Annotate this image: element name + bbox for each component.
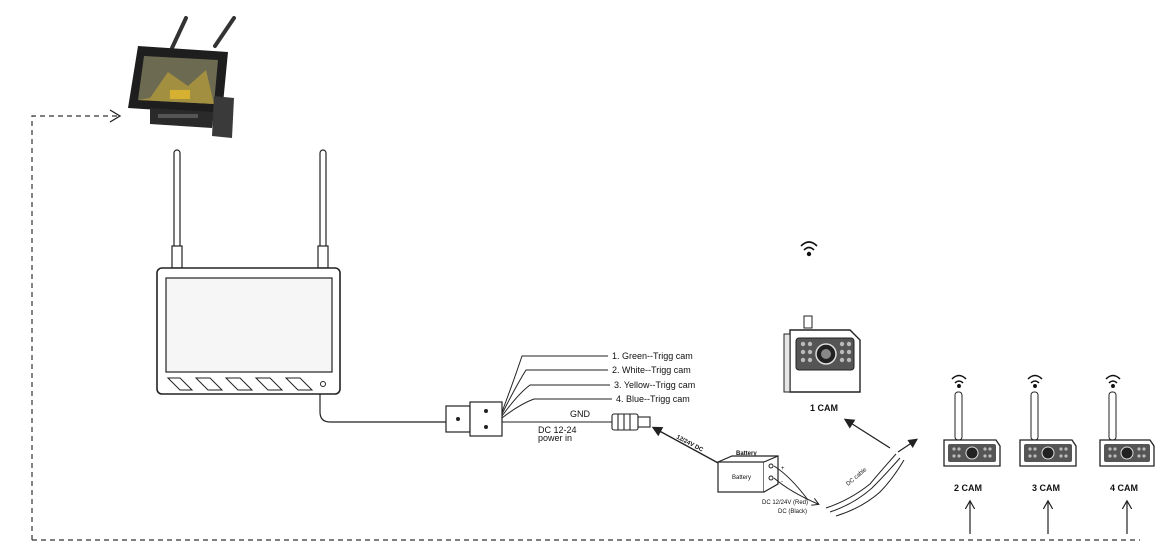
wire-number-3: 3. bbox=[614, 380, 622, 390]
svg-text:2. White--Trigg cam: 2. White--Trigg cam bbox=[612, 365, 691, 375]
wire-label-3: 3. Yellow--Trigg cam bbox=[614, 380, 695, 390]
camera-3: 3 CAM bbox=[1019, 374, 1077, 534]
minus-terminal: - bbox=[781, 479, 783, 485]
camera-4: 4 CAM bbox=[1099, 374, 1155, 534]
dc-cable bbox=[825, 453, 905, 517]
wifi-signal-icon bbox=[1027, 374, 1043, 388]
wire-number-2: 2. bbox=[612, 365, 620, 375]
svg-text:1. Green--Trigg cam: 1. Green--Trigg cam bbox=[612, 351, 693, 361]
camera-1-label: 1 CAM bbox=[810, 403, 838, 413]
dc-cable-arrow bbox=[897, 438, 918, 453]
wire-label-4: 4. Blue--Trigg cam bbox=[616, 394, 690, 404]
dc-label-line2: power in bbox=[538, 433, 572, 443]
dc-label-line1: DC 12-24 bbox=[538, 425, 577, 435]
monitor-photo-icon bbox=[128, 16, 236, 138]
camera-1: 1 CAM bbox=[783, 315, 861, 413]
battery-wire-red bbox=[773, 465, 809, 501]
svg-text:4. Blue--Trigg cam: 4. Blue--Trigg cam bbox=[616, 394, 690, 404]
monitor-cable bbox=[319, 394, 446, 423]
plus-terminal: + bbox=[781, 466, 785, 472]
dc-cable-label: DC cable bbox=[845, 467, 868, 488]
trigger-wires bbox=[501, 355, 612, 419]
monitor-buttons bbox=[166, 377, 326, 391]
battery-top-label: Battery bbox=[736, 451, 757, 457]
dc-plug bbox=[611, 413, 651, 431]
wire-text-2: White--Trigg cam bbox=[622, 365, 691, 375]
camera-2-label: 2 CAM bbox=[954, 483, 982, 493]
black-wire-label: DC (Black) bbox=[778, 509, 807, 515]
camera-2: 2 CAM bbox=[943, 374, 1001, 534]
cable-voltage-label: 12/24V DC bbox=[675, 434, 704, 453]
wire-number-1: 1. bbox=[612, 351, 620, 361]
camera-icon bbox=[1099, 391, 1155, 467]
gnd-label: GND bbox=[570, 409, 591, 419]
wire-text-3: Yellow--Trigg cam bbox=[624, 380, 695, 390]
battery-box-icon: Battery Battery + - bbox=[717, 451, 785, 493]
camera-4-label: 4 CAM bbox=[1110, 483, 1138, 493]
camera-3-label: 3 CAM bbox=[1032, 483, 1060, 493]
wire-text-4: Blue--Trigg cam bbox=[626, 394, 690, 404]
antenna-left bbox=[171, 149, 183, 269]
wire-number-4: 4. bbox=[616, 394, 624, 404]
red-wire-label: DC 12/24V (Red) bbox=[762, 500, 808, 506]
harness-connector bbox=[445, 401, 503, 437]
camera-icon bbox=[1019, 391, 1077, 467]
wire-label-2: 2. White--Trigg cam bbox=[612, 365, 691, 375]
wifi-signal-icon bbox=[1105, 374, 1121, 388]
antenna-right bbox=[317, 149, 329, 269]
wifi-signal-icon bbox=[800, 241, 818, 257]
svg-text:3. Yellow--Trigg cam: 3. Yellow--Trigg cam bbox=[614, 380, 695, 390]
wifi-signal-icon bbox=[951, 374, 967, 388]
camera-icon bbox=[943, 391, 1001, 467]
wire-text-1: Green--Trigg cam bbox=[622, 351, 693, 361]
main-monitor bbox=[156, 149, 341, 395]
cam1-arrow bbox=[843, 418, 891, 449]
battery-wire-black bbox=[773, 477, 818, 504]
battery-face-label: Battery bbox=[732, 475, 751, 481]
camera-icon bbox=[783, 315, 861, 393]
power-arrow bbox=[651, 426, 721, 465]
wire-label-1: 1. Green--Trigg cam bbox=[612, 351, 693, 361]
wireless-link-line bbox=[31, 115, 118, 540]
